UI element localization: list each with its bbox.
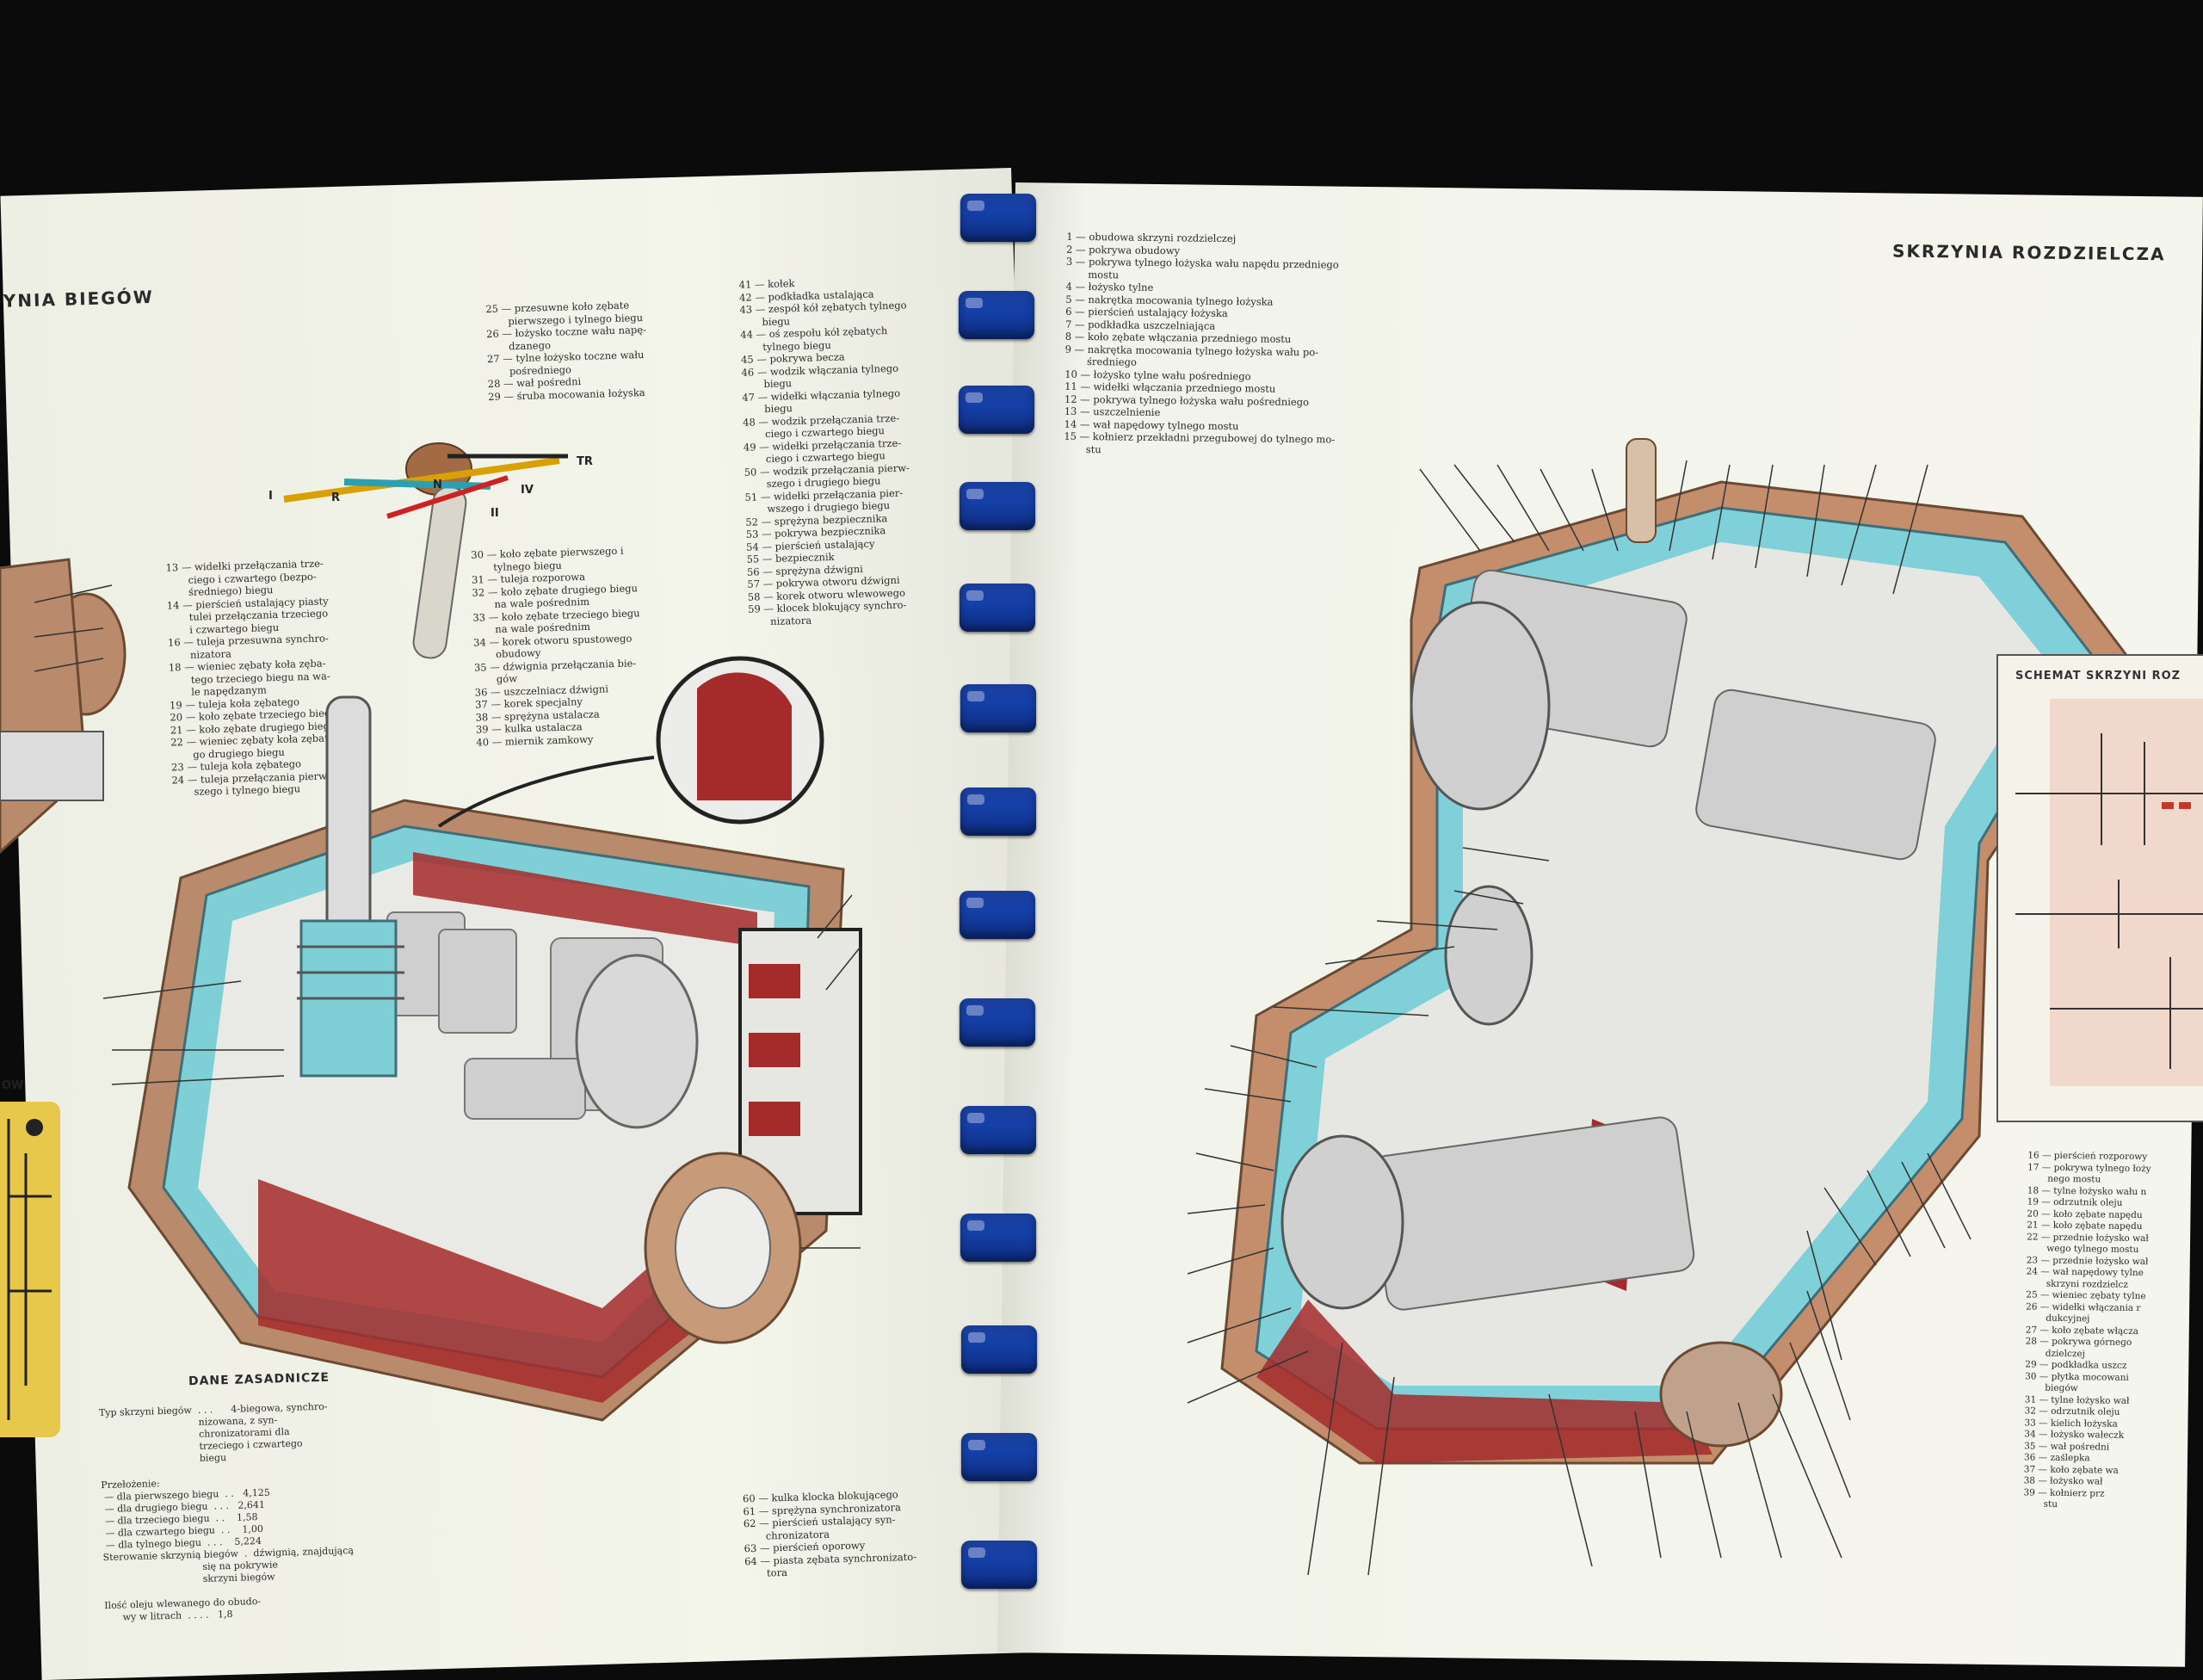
left-edge-yellow-panel (0, 1102, 60, 1437)
left-leader-lines (34, 584, 861, 1249)
binding-coil (960, 482, 1035, 530)
binding-coil (961, 1433, 1037, 1481)
right-leader-lines (1187, 460, 1972, 1576)
spiral-binding (955, 0, 1041, 1652)
left-caption: OW (2, 1079, 23, 1092)
binding-coil (960, 788, 1036, 836)
schema-box: SCHEMAT SKRZYNI ROZ (1996, 654, 2203, 1122)
shift-pattern-diagram (283, 442, 568, 659)
binding-coil (960, 891, 1035, 939)
binding-coil (960, 1106, 1036, 1154)
shift-label-n: N (433, 479, 442, 491)
binding-coil (960, 194, 1036, 242)
schema-title: SCHEMAT SKRZYNI ROZ (2015, 670, 2181, 682)
shift-label-iv: IV (521, 484, 534, 497)
shift-label-ii: II (491, 507, 499, 520)
gearbox-illustration (0, 558, 862, 1422)
binding-coil (959, 291, 1034, 339)
shift-label-tr: TR (577, 455, 593, 468)
binding-coil (960, 998, 1035, 1047)
left-edge-schema (7, 1119, 52, 1420)
binding-coil (959, 386, 1034, 434)
binding-coil (961, 1541, 1037, 1589)
binding-coil (960, 584, 1035, 632)
schema-diagram (2015, 699, 2203, 1086)
binding-coil (961, 1325, 1037, 1374)
transfer-case-illustration (1220, 438, 2127, 1465)
binding-coil (960, 1214, 1036, 1262)
shift-label-r: R (331, 491, 340, 504)
shift-label-i: I (268, 490, 273, 503)
binding-coil (960, 684, 1036, 732)
